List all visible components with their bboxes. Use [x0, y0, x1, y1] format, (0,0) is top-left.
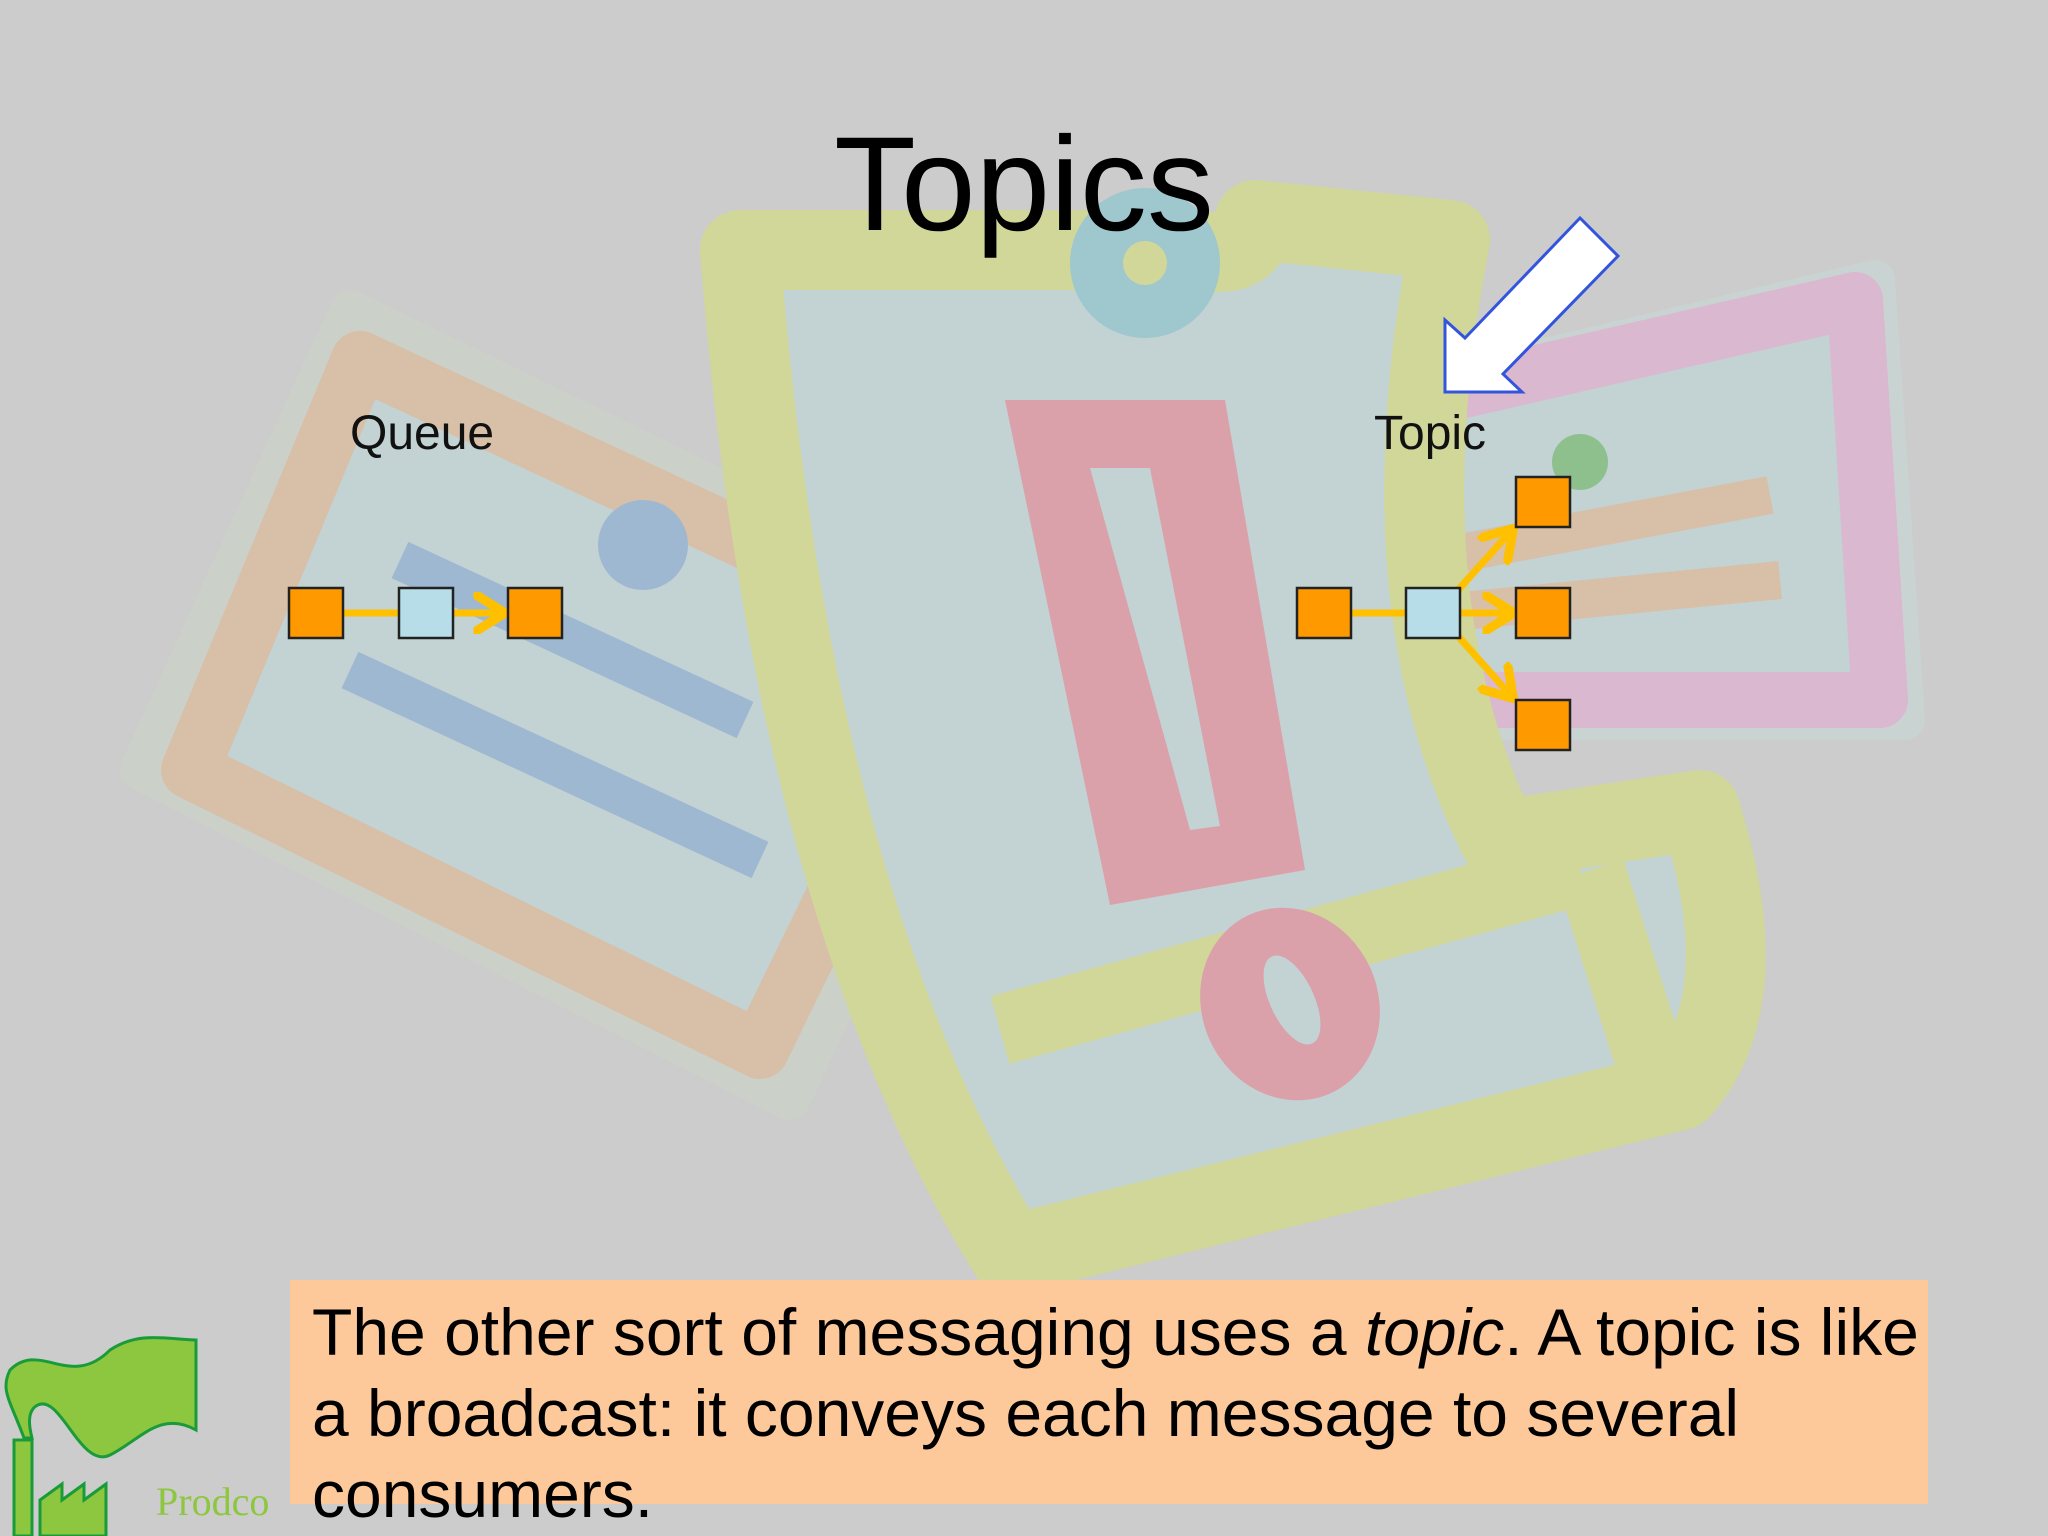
pointer-arrow-icon [1443, 215, 1621, 394]
queue-node [397, 586, 455, 640]
topic-consumer-node-1 [1514, 475, 1572, 529]
caption-text: The other sort of messaging uses a topic… [312, 1292, 1932, 1535]
brand-name: Prodco [156, 1479, 270, 1524]
caption-text-part2: . A topic is like a broadcast: it convey… [312, 1295, 1919, 1531]
queue-diagram [287, 586, 564, 640]
topic-producer-node [1295, 586, 1353, 640]
caption-box [290, 1280, 1928, 1504]
queue-consumer-node [506, 586, 564, 640]
topic-consumer-node-3 [1514, 698, 1572, 752]
topic-consumer-node-2 [1514, 586, 1572, 640]
caption-text-italic: topic [1364, 1295, 1505, 1369]
queue-producer-node [287, 586, 345, 640]
queue-label: Queue [350, 407, 495, 460]
topic-label: Topic [1374, 407, 1487, 460]
factory-flag-logo [4, 1336, 198, 1536]
topic-node [1404, 586, 1462, 640]
topic-diagram [1295, 475, 1572, 752]
topic-link-consumer-3 [1455, 633, 1512, 697]
caption-text-part1: The other sort of messaging uses a [312, 1295, 1365, 1369]
topic-link-consumer-1 [1455, 530, 1512, 593]
slide-title: Topics [834, 110, 1214, 259]
